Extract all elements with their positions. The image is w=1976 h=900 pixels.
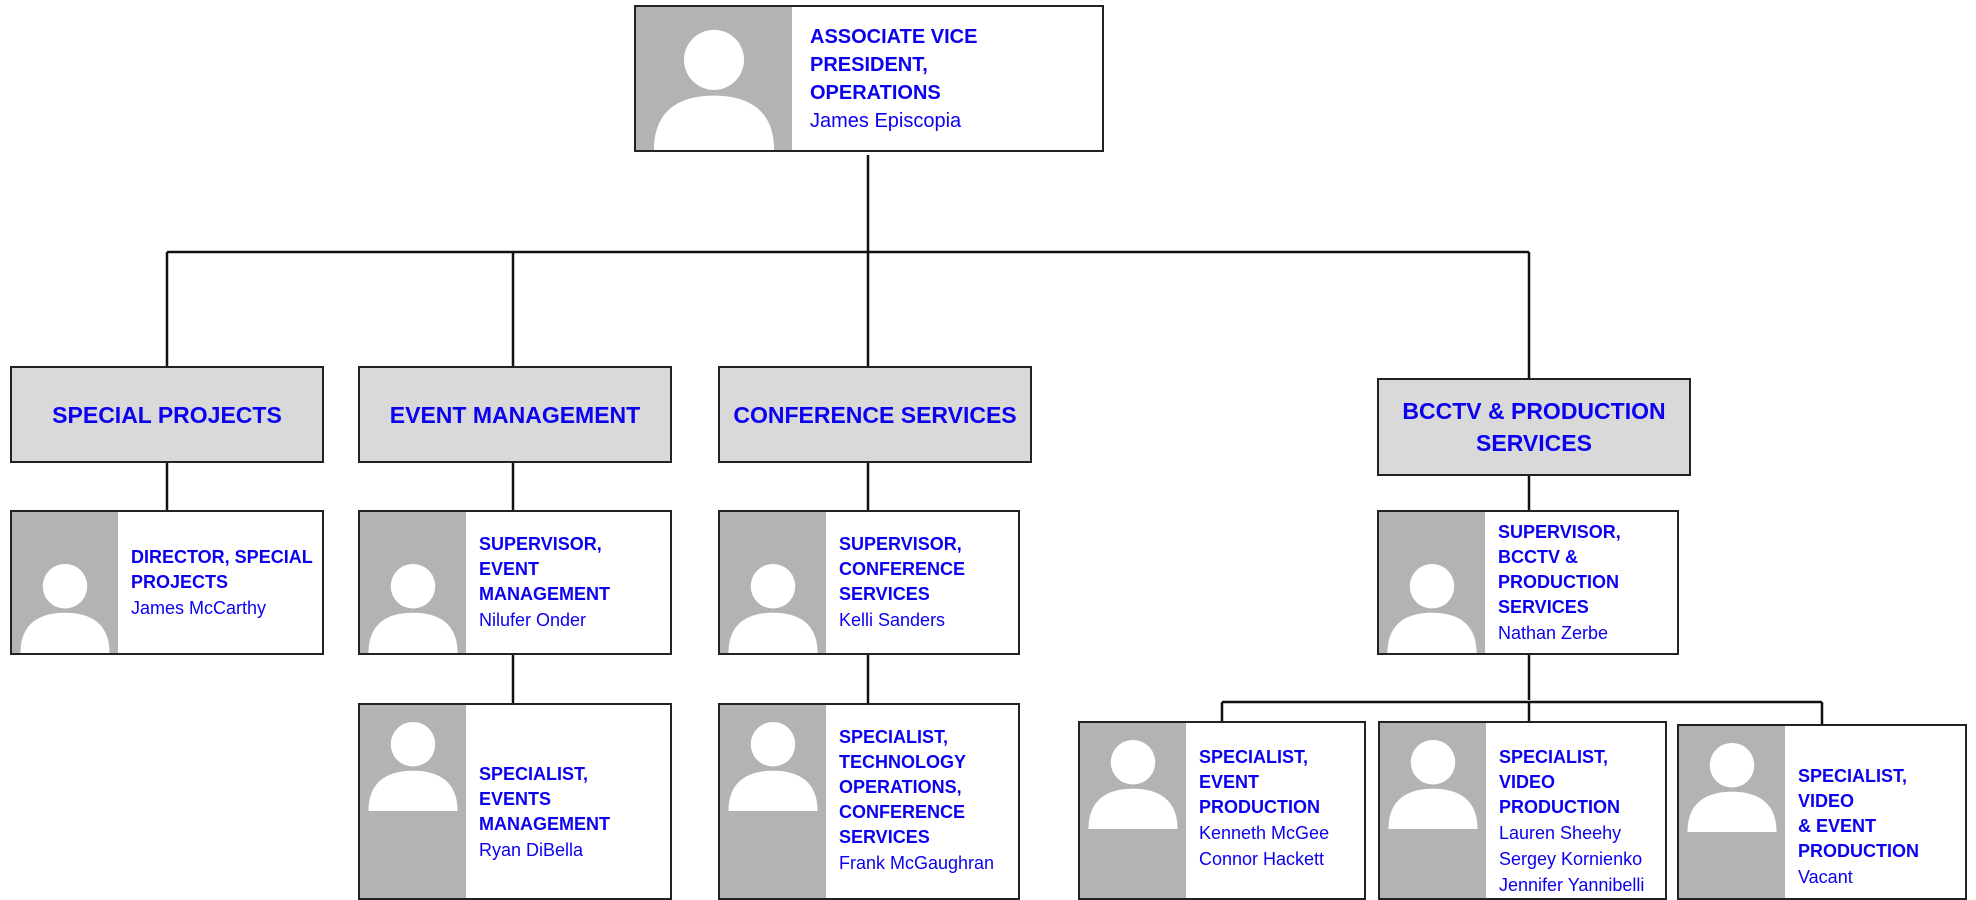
department-event-management: EVENT MANAGEMENT: [358, 366, 672, 463]
staff-card-event-production: SPECIALIST, EVENT PRODUCTION Kenneth McG…: [1078, 721, 1366, 900]
position-title: SUPERVISOR, BCCTV & PRODUCTION SERVICES: [1498, 521, 1621, 617]
position-title: DIRECTOR, SPECIAL PROJECTS: [131, 546, 313, 592]
position-holder: Lauren Sheehy Sergey Kornienko Jennifer …: [1499, 823, 1645, 895]
person-silhouette-icon: [12, 512, 118, 653]
position-title: SUPERVISOR, CONFERENCE SERVICES: [839, 534, 966, 604]
department-bcctv-production: BCCTV & PRODUCTION SERVICES: [1377, 378, 1691, 476]
staff-card-events-specialist: SPECIALIST, EVENTS MANAGEMENT Ryan DiBel…: [358, 703, 672, 900]
top-position-card: ASSOCIATE VICE PRESIDENT, OPERATIONS Jam…: [634, 5, 1104, 152]
position-title: SUPERVISOR, EVENT MANAGEMENT: [479, 534, 610, 604]
position-title: SPECIALIST, VIDEO & EVENT PRODUCTION: [1798, 766, 1919, 861]
position-title: SPECIALIST, EVENTS MANAGEMENT: [479, 764, 610, 834]
person-silhouette-icon: [360, 705, 466, 898]
position-title: SPECIALIST, EVENT PRODUCTION: [1199, 747, 1320, 817]
position-holder: Nilufer Onder: [479, 610, 587, 630]
position-info: SUPERVISOR, BCCTV & PRODUCTION SERVICES …: [1485, 512, 1677, 653]
staff-card-technology-operations: SPECIALIST, TECHNOLOGY OPERATIONS, CONFE…: [718, 703, 1020, 900]
person-silhouette-icon: [360, 512, 466, 653]
department-special-projects: SPECIAL PROJECTS: [10, 366, 324, 463]
position-holder: Kenneth McGee Connor Hackett: [1199, 823, 1330, 869]
manager-card-bcctv-production: SUPERVISOR, BCCTV & PRODUCTION SERVICES …: [1377, 510, 1679, 655]
manager-card-special-projects: DIRECTOR, SPECIAL PROJECTS James McCarth…: [10, 510, 324, 655]
department-conference-services: CONFERENCE SERVICES: [718, 366, 1032, 463]
position-title: SPECIALIST, TECHNOLOGY OPERATIONS, CONFE…: [839, 727, 967, 847]
position-holder: James McCarthy: [131, 597, 267, 618]
position-info: SUPERVISOR, CONFERENCE SERVICES Kelli Sa…: [826, 512, 1018, 653]
position-title: ASSOCIATE VICE PRESIDENT, OPERATIONS: [810, 25, 978, 104]
person-silhouette-icon: [1379, 512, 1485, 653]
person-silhouette-icon: [720, 705, 826, 898]
position-info: SPECIALIST, EVENT PRODUCTION Kenneth McG…: [1186, 723, 1364, 898]
position-holder: Vacant: [1798, 867, 1853, 887]
staff-card-video-production: SPECIALIST, VIDEO PRODUCTION Lauren Shee…: [1378, 721, 1667, 900]
position-info: ASSOCIATE VICE PRESIDENT, OPERATIONS Jam…: [792, 7, 1102, 150]
position-holder: Kelli Sanders: [839, 610, 946, 630]
position-holder: James Episcopia: [810, 109, 962, 132]
position-info: SPECIALIST, TECHNOLOGY OPERATIONS, CONFE…: [826, 705, 1018, 898]
position-holder: Ryan DiBella: [479, 840, 584, 860]
position-title: SPECIALIST, VIDEO PRODUCTION: [1499, 747, 1620, 817]
position-info: SPECIALIST, EVENTS MANAGEMENT Ryan DiBel…: [466, 705, 670, 898]
position-info: SPECIALIST, VIDEO & EVENT PRODUCTION Vac…: [1785, 726, 1965, 898]
person-silhouette-icon: [1080, 723, 1186, 898]
position-info: DIRECTOR, SPECIAL PROJECTS James McCarth…: [118, 512, 322, 653]
position-holder: Frank McGaughran: [839, 853, 995, 873]
person-silhouette-icon: [1380, 723, 1486, 898]
person-silhouette-icon: [1679, 726, 1785, 898]
position-info: SUPERVISOR, EVENT MANAGEMENT Nilufer Ond…: [466, 512, 670, 653]
manager-card-conference-services: SUPERVISOR, CONFERENCE SERVICES Kelli Sa…: [718, 510, 1020, 655]
person-silhouette-icon: [636, 7, 792, 150]
position-holder: Nathan Zerbe: [1498, 622, 1609, 643]
position-info: SPECIALIST, VIDEO PRODUCTION Lauren Shee…: [1486, 723, 1665, 898]
person-silhouette-icon: [720, 512, 826, 653]
manager-card-event-management: SUPERVISOR, EVENT MANAGEMENT Nilufer Ond…: [358, 510, 672, 655]
staff-card-video-event-production: SPECIALIST, VIDEO & EVENT PRODUCTION Vac…: [1677, 724, 1967, 900]
